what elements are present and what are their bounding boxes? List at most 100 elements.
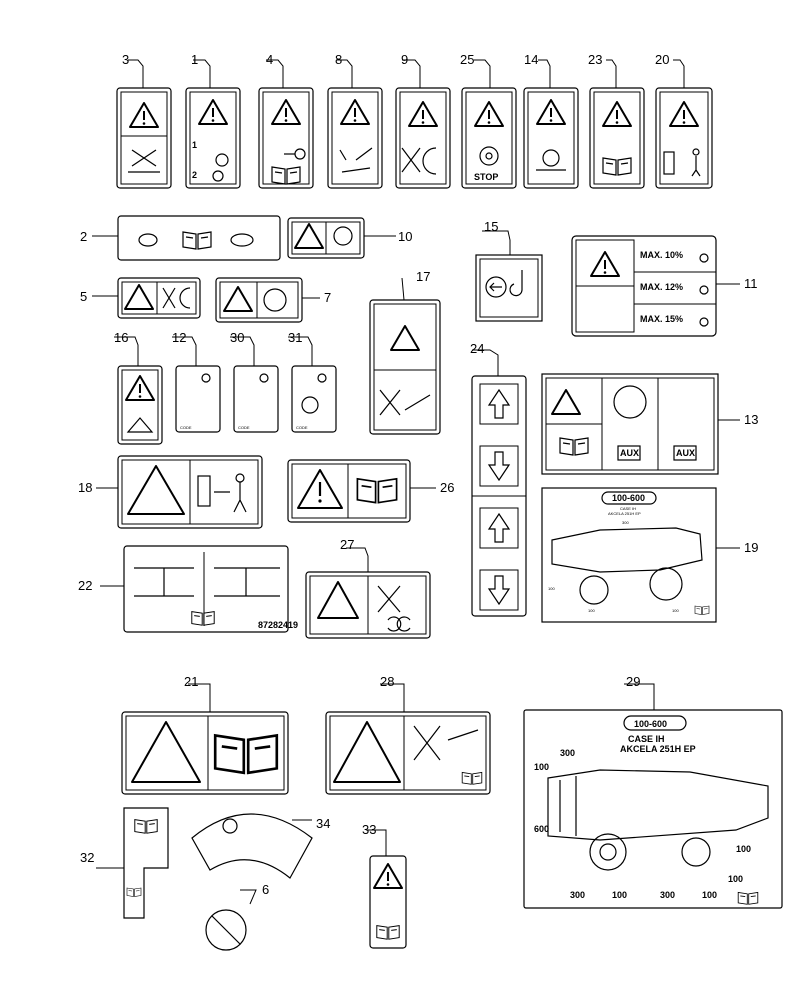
code-label-30: CODE: [238, 425, 250, 430]
decal-23: 23: [588, 52, 645, 189]
val-29-600: 600: [534, 824, 549, 834]
decal-34: 34: [191, 813, 330, 879]
max-15: MAX. 15%: [640, 314, 683, 324]
decal-1: 1 1 2: [185, 52, 241, 189]
callout-28: 28: [380, 674, 394, 689]
decal-24: 24: [470, 341, 527, 617]
decal-29: 29 100-600 CASE IH AKCELA 251H EP 300 10…: [523, 674, 783, 909]
decal-2: 2: [80, 215, 281, 261]
decal-17: 17: [369, 269, 441, 435]
decal-15: 15: [475, 219, 543, 322]
decal-25: 25 STOP: [460, 52, 517, 189]
val-19-c: 100: [588, 608, 595, 613]
code-label-12: CODE: [180, 425, 192, 430]
decal-18: 18: [78, 455, 263, 529]
code-label-31: CODE: [296, 425, 308, 430]
decal-26: 26: [287, 459, 454, 523]
val-29-300a: 300: [560, 748, 575, 758]
decal-16: 16: [114, 330, 163, 445]
decal-10: 10: [287, 217, 412, 259]
callout-34: 34: [316, 816, 330, 831]
callout-29: 29: [626, 674, 640, 689]
callout-13: 13: [744, 412, 758, 427]
callout-26: 26: [440, 480, 454, 495]
val-19-b: 100: [548, 586, 555, 591]
decal-21: 21: [121, 674, 289, 795]
decal-27: 27: [305, 537, 431, 639]
model-29-l2: AKCELA 251H EP: [620, 744, 696, 754]
callout-9: 9: [401, 52, 408, 67]
decal-19: 19 100-600 CASE IH AKCELA 251H EP 300 10…: [541, 487, 758, 623]
val-29-100c: 100: [728, 874, 743, 884]
val-19-d: 100: [672, 608, 679, 613]
callout-5: 5: [80, 289, 87, 304]
callout-21: 21: [184, 674, 198, 689]
callout-32: 32: [80, 850, 94, 865]
callout-1: 1: [191, 52, 198, 67]
max-10: MAX. 10%: [640, 250, 683, 260]
decal-22: 22 87282419: [78, 545, 298, 633]
decal-33: 33: [362, 822, 407, 949]
decal-5: 5: [80, 277, 201, 319]
callout-17: 17: [416, 269, 430, 284]
callout-8: 8: [335, 52, 342, 67]
val-29-300c: 300: [660, 890, 675, 900]
aux-label-1: AUX: [620, 448, 639, 458]
callout-10: 10: [398, 229, 412, 244]
val-29-100e: 100: [702, 890, 717, 900]
callout-3: 3: [122, 52, 129, 67]
val-29-100d: 100: [612, 890, 627, 900]
val-29-100b: 100: [736, 844, 751, 854]
callout-7: 7: [324, 290, 331, 305]
decal-14: 14: [523, 52, 579, 189]
callout-11: 11: [744, 276, 758, 291]
decal-9: 9: [395, 52, 451, 189]
aux-label-2: AUX: [676, 448, 695, 458]
callout-25: 25: [460, 52, 474, 67]
val-29-300b: 300: [570, 890, 585, 900]
callout-6: 6: [262, 882, 269, 897]
callout-15: 15: [484, 219, 498, 234]
decal-30: 30 CODE: [230, 330, 279, 433]
decal-8: 8: [327, 52, 383, 189]
decal-3: 3: [116, 52, 172, 189]
val-29-100a: 100: [534, 762, 549, 772]
callout-30: 30: [230, 330, 244, 345]
decal-7: 7: [215, 277, 331, 323]
callout-22: 22: [78, 578, 92, 593]
max-12: MAX. 12%: [640, 282, 683, 292]
model-19-l2: AKCELA 251H EP: [608, 511, 641, 516]
callout-16: 16: [114, 330, 128, 345]
callout-23: 23: [588, 52, 602, 67]
callout-19: 19: [744, 540, 758, 555]
decal-6: 6: [205, 882, 269, 951]
decal-32: 32: [80, 807, 169, 919]
model-19-l1: CASE IH: [620, 506, 636, 511]
callout-18: 18: [78, 480, 92, 495]
decal-13: 13 AUX AUX: [541, 373, 758, 475]
svg-text:2: 2: [192, 170, 197, 180]
decal-12: 12 CODE: [172, 330, 221, 433]
callout-31: 31: [288, 330, 302, 345]
decal-20: 20: [655, 52, 713, 189]
stop-text: STOP: [474, 172, 498, 182]
range-19: 100-600: [612, 493, 645, 503]
callout-4: 4: [266, 52, 273, 67]
callout-27: 27: [340, 537, 354, 552]
val-19-a: 300: [622, 520, 629, 525]
part-22: 87282419: [258, 620, 298, 630]
callout-12: 12: [172, 330, 186, 345]
callout-24: 24: [470, 341, 484, 356]
range-29: 100-600: [634, 719, 667, 729]
decal-11: 11 MAX. 10% MAX. 12% MAX. 15%: [571, 235, 758, 337]
callout-2: 2: [80, 229, 87, 244]
decal-4: 4: [258, 52, 314, 189]
decal-28: 28: [325, 674, 491, 795]
callout-14: 14: [524, 52, 538, 67]
decal-31: 31 CODE: [288, 330, 337, 433]
callout-20: 20: [655, 52, 669, 67]
svg-text:1: 1: [192, 140, 197, 150]
model-29-l1: CASE IH: [628, 734, 665, 744]
callout-33: 33: [362, 822, 376, 837]
